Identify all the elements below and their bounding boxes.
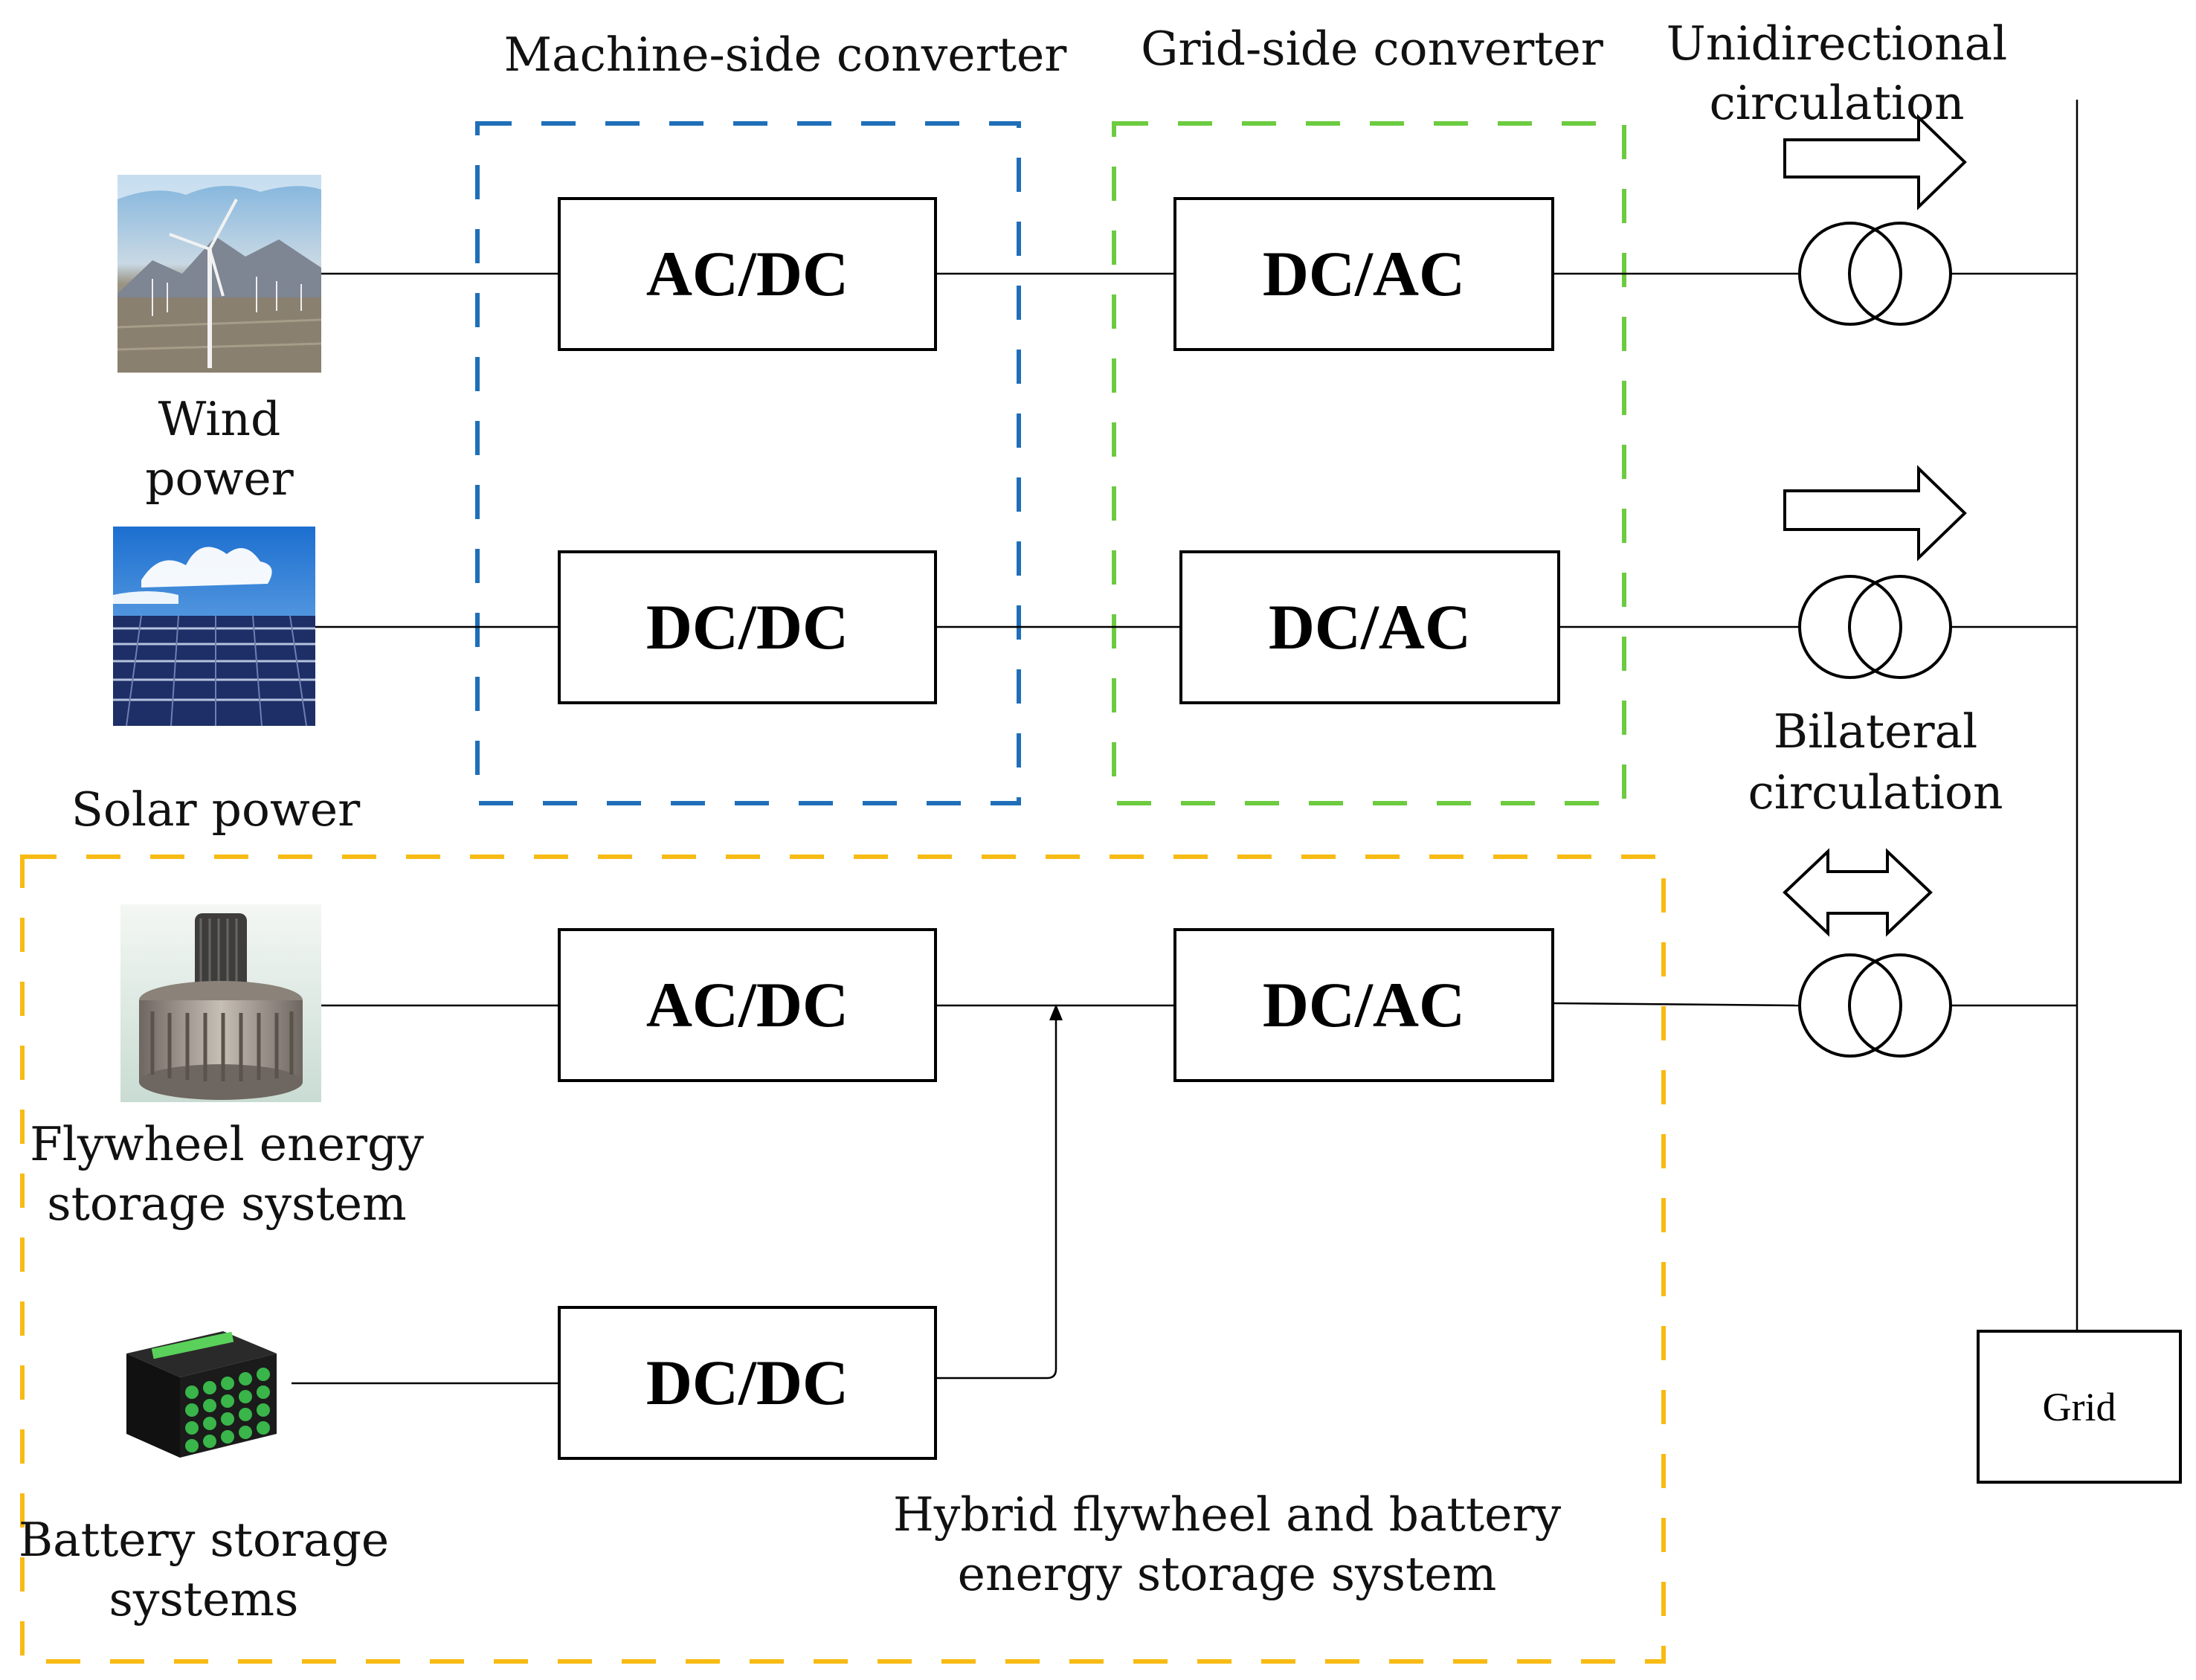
solar-dc-dc-label: DC/DC [646, 591, 849, 663]
grid-label: Grid [2043, 1385, 2116, 1429]
solar-dc-dc-converter: DC/DC [558, 550, 937, 704]
solar-dc-ac-converter: DC/AC [1179, 550, 1560, 704]
grid-box: Grid [1977, 1330, 2182, 1484]
wind-dc-ac-label: DC/AC [1263, 238, 1465, 309]
flywheel-ac-dc-label: AC/DC [646, 969, 849, 1040]
flywheel-label-line1: Flywheel energy [30, 1117, 424, 1171]
unidirectional-arrow-icon [1783, 114, 1967, 210]
grid-side-label: Grid-side converter [1141, 22, 1604, 76]
hybrid-storage-group-box [20, 855, 1666, 1664]
flywheel-ac-dc-converter: AC/DC [558, 928, 937, 1082]
battery-label-line1: Battery storage [19, 1513, 389, 1567]
flywheel-photo-icon [120, 904, 321, 1102]
hybrid-label-line2: energy storage system [958, 1547, 1497, 1601]
flywheel-label-line2: storage system [47, 1177, 406, 1231]
bilateral-label-line1: Bilateral [1774, 704, 1978, 759]
transformer-solar [1798, 575, 1952, 679]
wind-ac-dc-converter: AC/DC [558, 197, 937, 351]
unidirectional-label-line1: Unidirectional [1667, 16, 2008, 71]
storage-dc-ac-label: DC/AC [1263, 969, 1465, 1040]
battery-label-line2: systems [109, 1572, 299, 1626]
solar-dc-ac-label: DC/AC [1269, 591, 1471, 663]
unidirectional-arrow-icon-solar [1783, 465, 1967, 561]
machine-side-label: Machine-side converter [504, 28, 1068, 82]
battery-dc-dc-converter: DC/DC [558, 1306, 937, 1460]
wind-ac-dc-label: AC/DC [646, 238, 849, 309]
battery-pack-photo-icon [126, 1331, 277, 1458]
grid-side-group-box [1112, 121, 1626, 805]
solar-power-label: Solar power [71, 782, 361, 837]
transformer-wind [1798, 222, 1952, 326]
transformer-storage [1798, 953, 1952, 1058]
machine-side-group-box [475, 121, 1021, 805]
storage-dc-ac-converter: DC/AC [1173, 928, 1554, 1082]
hybrid-label-line1: Hybrid flywheel and battery [893, 1487, 1562, 1542]
bilateral-arrow-icon [1783, 848, 1933, 937]
wind-power-label-line1: Wind [158, 392, 281, 446]
solar-panel-photo-icon [113, 527, 315, 727]
wind-turbine-photo-icon [117, 175, 322, 373]
wind-dc-ac-converter: DC/AC [1173, 197, 1554, 351]
wiring [292, 100, 2079, 1385]
battery-dc-dc-label: DC/DC [646, 1347, 849, 1418]
unidirectional-label-line2: circulation [1709, 76, 1964, 130]
bilateral-label-line2: circulation [1748, 765, 2003, 820]
wind-power-label-line2: power [145, 451, 294, 506]
